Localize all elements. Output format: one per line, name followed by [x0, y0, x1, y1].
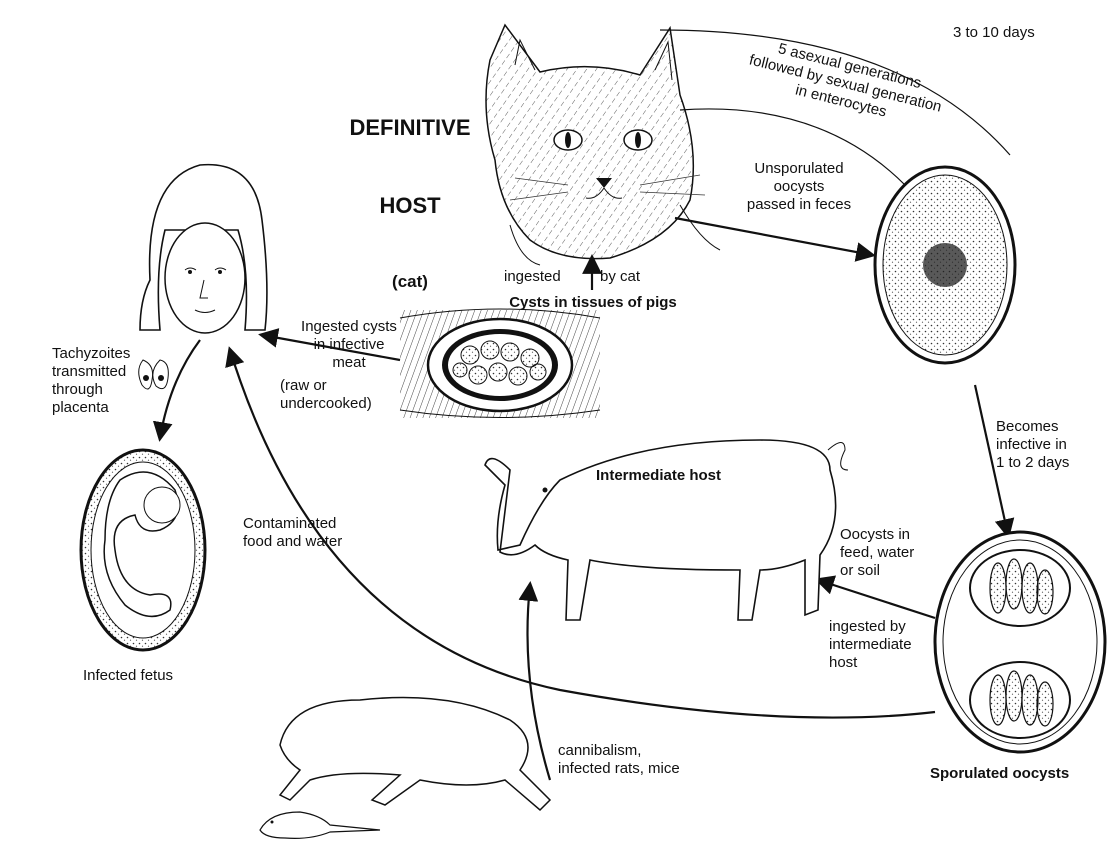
definitive-host-line2: HOST	[345, 193, 475, 219]
ingested-label: ingested	[504, 268, 561, 286]
arrow-cat-to-oocyst	[675, 218, 872, 255]
cysts-in-pigs-label: Cysts in tissues of pigs	[478, 294, 708, 312]
definitive-host-line3: (cat)	[345, 271, 475, 293]
unsporulated-label: Unsporulated oocysts passed in feces	[724, 160, 874, 214]
dead-pig-illustration	[280, 698, 550, 811]
arrow-cannibalism	[528, 585, 551, 780]
days-label: 3 to 10 days	[953, 24, 1035, 42]
becomes-infective-label: Becomes infective in 1 to 2 days	[996, 418, 1069, 472]
tachyzoites-label: Tachyzoites transmitted through placenta	[52, 345, 130, 417]
sporulated-label: Sporulated oocysts	[930, 765, 1069, 783]
contaminated-label: Contaminated food and water	[243, 515, 342, 551]
cannibalism-label: cannibalism, infected rats, mice	[558, 742, 680, 778]
arrow-woman-to-fetus	[160, 340, 200, 438]
tachyzoites-icon	[139, 360, 169, 389]
generations-label: 5 asexual generations followed by sexual…	[743, 34, 948, 133]
definitive-host-line1: DEFINITIVE	[345, 115, 475, 141]
ingested-intermediate-label: ingested by intermediate host	[829, 618, 912, 672]
tissue-cyst-in-meat	[400, 309, 600, 418]
raw-undercooked-label: (raw or undercooked)	[280, 377, 372, 413]
cat-illustration	[486, 25, 720, 265]
intermediate-host-label: Intermediate host	[596, 467, 721, 485]
sporulated-oocyst	[935, 532, 1105, 752]
unsporulated-oocyst	[875, 167, 1015, 363]
woman-illustration	[140, 165, 267, 333]
arrow-oocyst-to-pig	[818, 580, 935, 618]
ingested-cysts-label: Ingested cysts in infective meat	[293, 318, 405, 372]
oocysts-feed-label: Oocysts in feed, water or soil	[840, 526, 914, 580]
definitive-host-label: DEFINITIVE HOST (cat)	[345, 63, 475, 319]
by-cat-label: by cat	[600, 268, 640, 286]
fetus-illustration	[81, 450, 205, 650]
rat-illustration	[260, 812, 380, 838]
infected-fetus-label: Infected fetus	[83, 667, 173, 685]
